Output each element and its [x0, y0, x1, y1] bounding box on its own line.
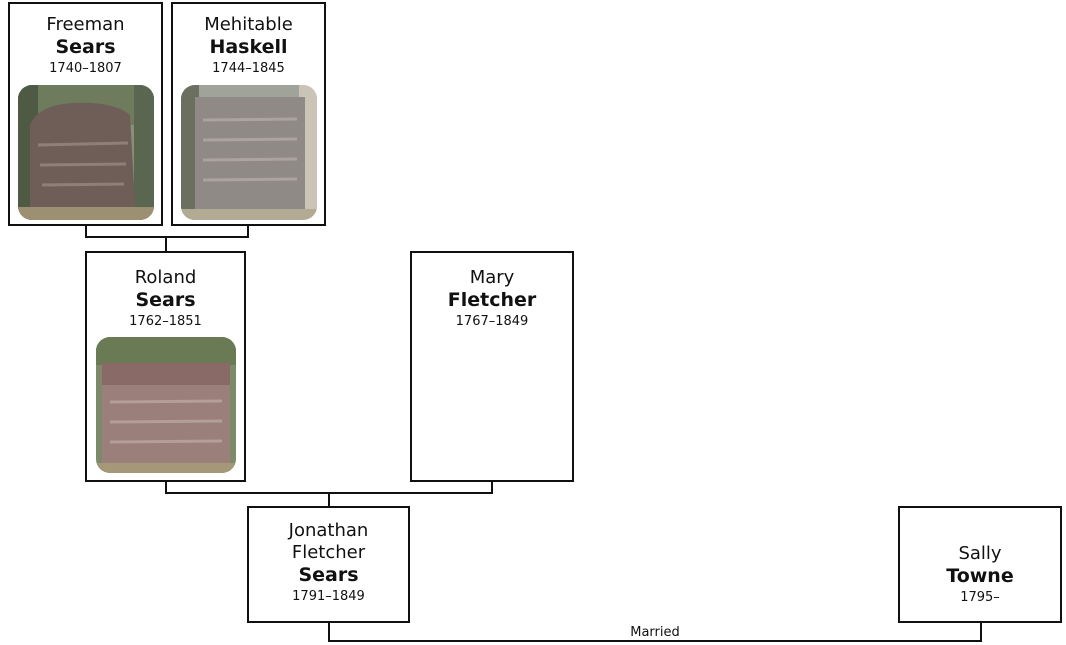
- surname: Sears: [135, 289, 196, 311]
- person-card-mehitable-haskell[interactable]: Mehitable Haskell 1744–1845: [171, 2, 326, 226]
- child-connector-roland: [165, 236, 167, 251]
- life-dates: 1767–1849: [455, 314, 529, 329]
- given-name: Sally: [958, 543, 1002, 564]
- given-name: Freeman: [46, 14, 125, 35]
- marriage-connector-jonathan: [328, 623, 330, 642]
- person-card-freeman-sears[interactable]: Freeman Sears 1740–1807: [8, 2, 163, 226]
- person-card-sally-towne[interactable]: Sally Towne 1795–: [898, 506, 1062, 623]
- surname: Haskell: [209, 36, 288, 58]
- person-card-jonathan-fletcher-sears[interactable]: Jonathan Fletcher Sears 1791–1849: [247, 506, 410, 623]
- marriage-connector-sally: [980, 623, 982, 642]
- life-dates: 1762–1851: [129, 314, 202, 329]
- life-dates: 1744–1845: [212, 61, 285, 76]
- parent-connector-mary: [491, 482, 493, 494]
- parent-connector-roland: [165, 482, 167, 494]
- surname: Towne: [946, 565, 1014, 587]
- given-name: Mehitable: [204, 14, 293, 35]
- couple-connector-freeman-mehitable: [85, 236, 249, 238]
- person-card-mary-fletcher[interactable]: Mary Fletcher 1767–1849: [410, 251, 574, 482]
- given-name-line-2: Fletcher: [291, 542, 366, 563]
- parent-connector-mehitable: [247, 226, 249, 238]
- person-card-roland-sears[interactable]: Roland Sears 1762–1851: [85, 251, 246, 482]
- surname: Sears: [55, 36, 116, 58]
- marriage-line: [328, 640, 982, 642]
- gravestone-photo: [181, 85, 317, 220]
- surname: Fletcher: [447, 289, 537, 311]
- child-connector-jonathan: [328, 492, 330, 506]
- gravestone-photo: [18, 85, 154, 220]
- life-dates: 1740–1807: [49, 61, 122, 76]
- given-name: Mary: [469, 267, 515, 288]
- gravestone-photo: [96, 337, 236, 473]
- surname: Sears: [298, 564, 359, 586]
- life-dates: 1791–1849: [292, 589, 365, 604]
- life-dates: 1795–: [960, 590, 1000, 605]
- given-name-line-1: Jonathan: [288, 520, 369, 541]
- given-name: Roland: [134, 267, 197, 288]
- parent-connector-freeman: [85, 226, 87, 238]
- married-label: Married: [630, 625, 680, 640]
